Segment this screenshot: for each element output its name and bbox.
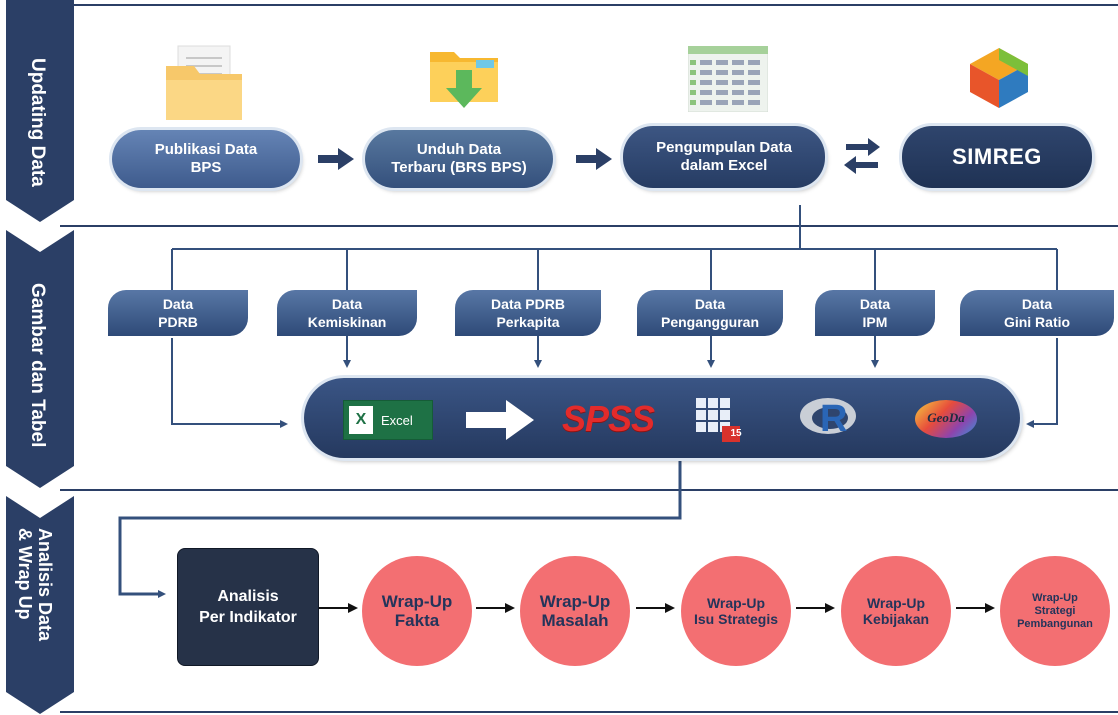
circle-wrap-up-masalah: Wrap-Up Masalah: [520, 556, 630, 666]
pill-simreg: SIMREG: [902, 126, 1092, 188]
banner-updating: [6, 0, 74, 222]
pill-unduh-data: Unduh Data Terbaru (BRS BPS): [365, 130, 553, 188]
download-folder-icon: [430, 52, 498, 108]
circle-masalah-line2: Masalah: [541, 611, 609, 630]
tag-kemiskinan-line2: Kemiskinan: [307, 314, 387, 330]
tag-data-ipm: Data IPM: [815, 290, 935, 336]
banner-gambar: [6, 230, 74, 488]
arrow-right-icon: [318, 148, 354, 170]
section-label-updating: Updating Data: [27, 58, 48, 187]
circle-kebijakan-line2: Kebijakan: [862, 611, 930, 627]
section-label-analisis-line1: Analisis Data: [35, 528, 55, 642]
arrow-gini: [1026, 338, 1058, 428]
tag-data-gini-ratio: Data Gini Ratio: [960, 290, 1114, 336]
tag-gini-line1: Data: [1021, 296, 1053, 312]
pill-pengumpulan-data: Pengumpulan Data dalam Excel: [623, 126, 825, 188]
circle-wrap-up-fakta: Wrap-Up Fakta: [362, 556, 472, 666]
circle-fakta-line1: Wrap-Up: [381, 592, 453, 611]
pill-publikasi-line1: Publikasi Data: [154, 141, 258, 158]
tag-pdrb-line2: PDRB: [158, 314, 198, 330]
arrow-right-icon: [576, 148, 612, 170]
minitab-version-badge: 15: [730, 428, 742, 439]
sync-arrows-icon: [844, 138, 880, 174]
spss-logo: SPSS: [562, 398, 655, 439]
tag-data-kemiskinan: Data Kemiskinan: [277, 290, 417, 336]
section-banners: [6, 0, 74, 714]
circle-wrap-up-strategi-pembangunan: Wrap-Up Strategi Pembangunan: [1000, 556, 1110, 666]
tag-pdrb-line1: Data: [162, 296, 194, 312]
r-logo-ring: [800, 398, 856, 434]
tag-data-pdrb: Data PDRB: [108, 290, 248, 336]
pill-publikasi-line2: BPS: [190, 159, 222, 176]
tag-pengangguran-line2: Pengangguran: [660, 314, 759, 330]
pill-pengumpulan-line2: dalam Excel: [680, 157, 768, 174]
circle-strategi-line3: Pembangunan: [1017, 617, 1093, 630]
banner-analisis: [6, 496, 74, 714]
arrow-to-analysis: [118, 458, 682, 598]
section-label-gambar: Gambar dan Tabel: [27, 283, 48, 448]
pill-pengumpulan-line1: Pengumpulan Data: [656, 139, 792, 156]
geoda-logo: [915, 400, 977, 438]
pill-unduh-line1: Unduh Data: [416, 141, 502, 158]
tag-pengangguran-line1: Data: [694, 296, 726, 312]
minitab-grid-icon: [696, 398, 740, 442]
tag-perkapita-line1: Data PDRB: [491, 296, 565, 312]
tag-data-pengangguran: Data Pengangguran: [637, 290, 783, 336]
circle-strategi-line1: Wrap-Up: [1032, 591, 1078, 604]
circle-isu-line2: Isu Strategis: [693, 611, 779, 627]
tag-data-pdrb-perkapita: Data PDRB Perkapita: [455, 290, 601, 336]
r-logo-letter: R: [820, 398, 848, 440]
simreg-cube-icon: [970, 48, 1028, 108]
spreadsheet-icon: [688, 46, 768, 112]
folder-icon: [166, 45, 242, 120]
analysis-box-line2: Per Indikator: [199, 609, 297, 626]
tag-perkapita-line2: Perkapita: [496, 314, 560, 330]
circle-wrap-up-isu-strategis: Wrap-Up Isu Strategis: [681, 556, 791, 666]
excel-logo: X Excel: [343, 400, 433, 440]
arrow-pdrb: [171, 338, 288, 428]
pill-publikasi-data-bps: Publikasi Data BPS: [112, 130, 300, 188]
analysis-box: Analisis Per Indikator: [177, 548, 319, 666]
geoda-label: GeoDa: [927, 410, 965, 425]
section-label-analisis: Analisis Data & Wrap Up: [15, 528, 55, 641]
tag-ipm-line2: IPM: [862, 314, 888, 330]
pill-simreg-label: SIMREG: [952, 144, 1042, 169]
excel-x-icon: X: [349, 406, 373, 434]
tag-gini-line2: Gini Ratio: [1003, 314, 1071, 330]
tag-kemiskinan-line1: Data: [331, 296, 363, 312]
circle-masalah-line1: Wrap-Up: [539, 592, 611, 611]
circle-strategi-line2: Strategi: [1034, 604, 1076, 617]
excel-label: Excel: [381, 412, 413, 428]
circle-wrap-up-kebijakan: Wrap-Up Kebijakan: [841, 556, 951, 666]
tag-ipm-line1: Data: [859, 296, 891, 312]
circle-isu-line1: Wrap-Up: [706, 595, 766, 611]
pill-unduh-line2: Terbaru (BRS BPS): [391, 159, 527, 176]
analysis-box-line1: Analisis: [217, 588, 279, 605]
section-label-analisis-line2: & Wrap Up: [15, 528, 35, 620]
circle-fakta-line2: Fakta: [394, 611, 440, 630]
circle-kebijakan-line1: Wrap-Up: [866, 595, 926, 611]
white-arrow-icon: [466, 400, 534, 440]
